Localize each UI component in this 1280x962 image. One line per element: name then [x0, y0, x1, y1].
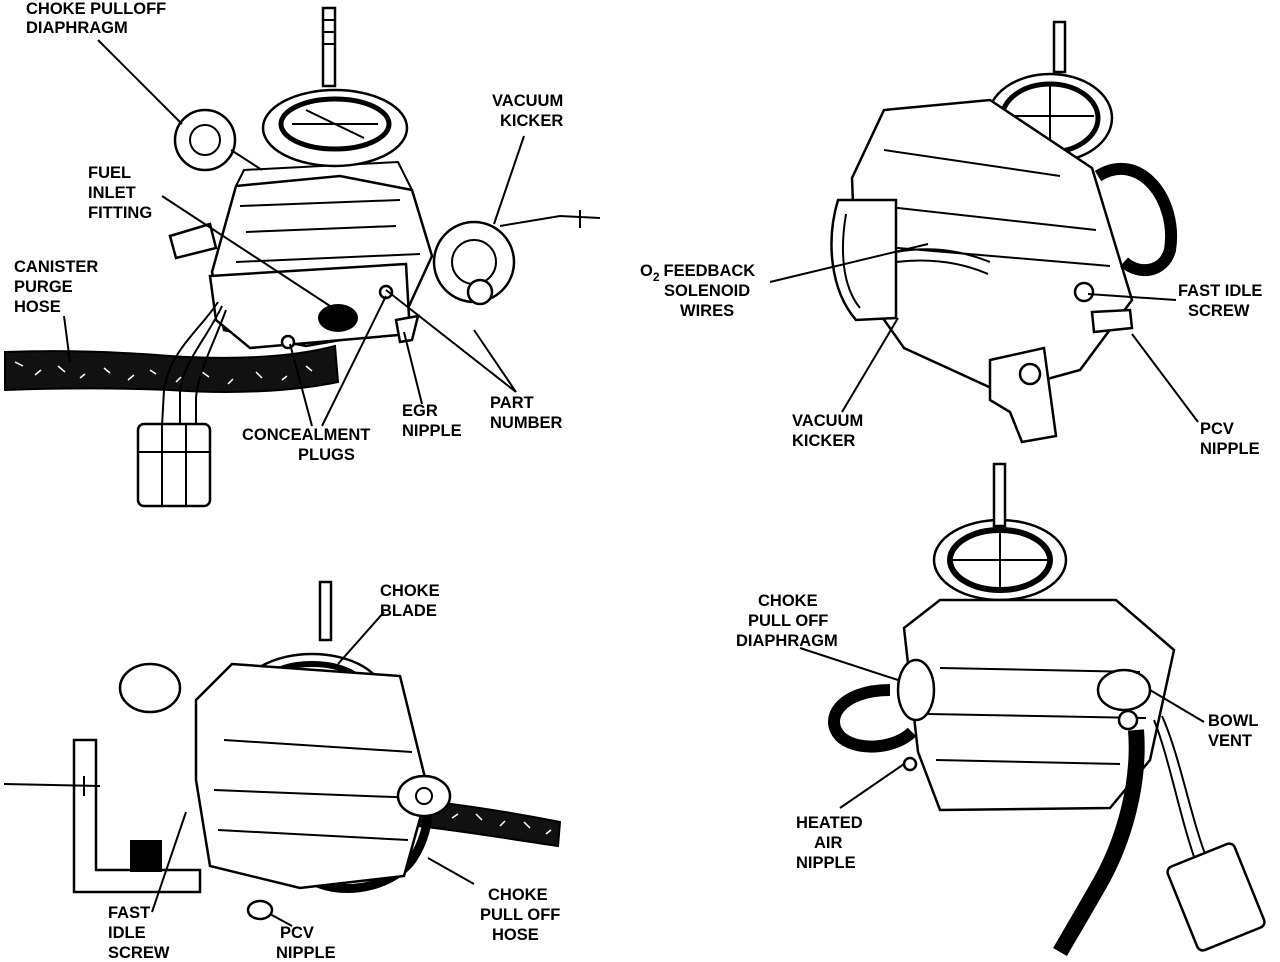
carburetor-bottom-right	[828, 462, 1266, 956]
label-vacuum-kicker: VACUUM KICKER	[492, 92, 568, 130]
label-concealment-plugs: CONCEALMENT PLUGS	[242, 426, 375, 464]
label-choke-blade: CHOKE BLADE	[380, 582, 444, 620]
label-heated-air-nipple: HEATED AIR NIPPLE	[796, 814, 867, 872]
label-fast-idle-screw: FAST IDLE SCREW	[1178, 282, 1267, 320]
label-fuel-inlet-fitting: FUEL INLET FITTING	[88, 164, 152, 222]
carburetor-bottom-left	[3, 580, 562, 921]
label-vacuum-kicker-2: VACUUM KICKER	[792, 412, 868, 450]
label-fast-idle-screw-2: FAST IDLE SCREW	[108, 904, 170, 962]
label-choke-pulloff-diaphragm: CHOKE PULLOFF DIAPHRAGM	[26, 0, 171, 37]
label-pcv-nipple: PCV NIPPLE	[1200, 420, 1260, 458]
label-egr-nipple: EGR NIPPLE	[402, 402, 462, 440]
label-canister-purge-hose: CANISTER PURGE HOSE	[14, 258, 103, 316]
label-part-number: PART NUMBER	[490, 394, 562, 432]
leader-lines	[63, 39, 1205, 927]
label-choke-pull-off-diaphragm: CHOKE PULL OFF DIAPHRAGM	[736, 592, 838, 650]
carburetor-top-right	[830, 20, 1178, 444]
label-pcv-nipple-2: PCV NIPPLE	[276, 924, 336, 962]
label-choke-pull-off-hose: CHOKE PULL OFF HOSE	[480, 886, 565, 944]
callout-labels: CHOKE PULLOFF DIAPHRAGM VACUUM KICKER FU…	[14, 0, 1267, 962]
carburetor-top-left	[4, 6, 601, 508]
label-bowl-vent: BOWL VENT	[1208, 712, 1263, 750]
